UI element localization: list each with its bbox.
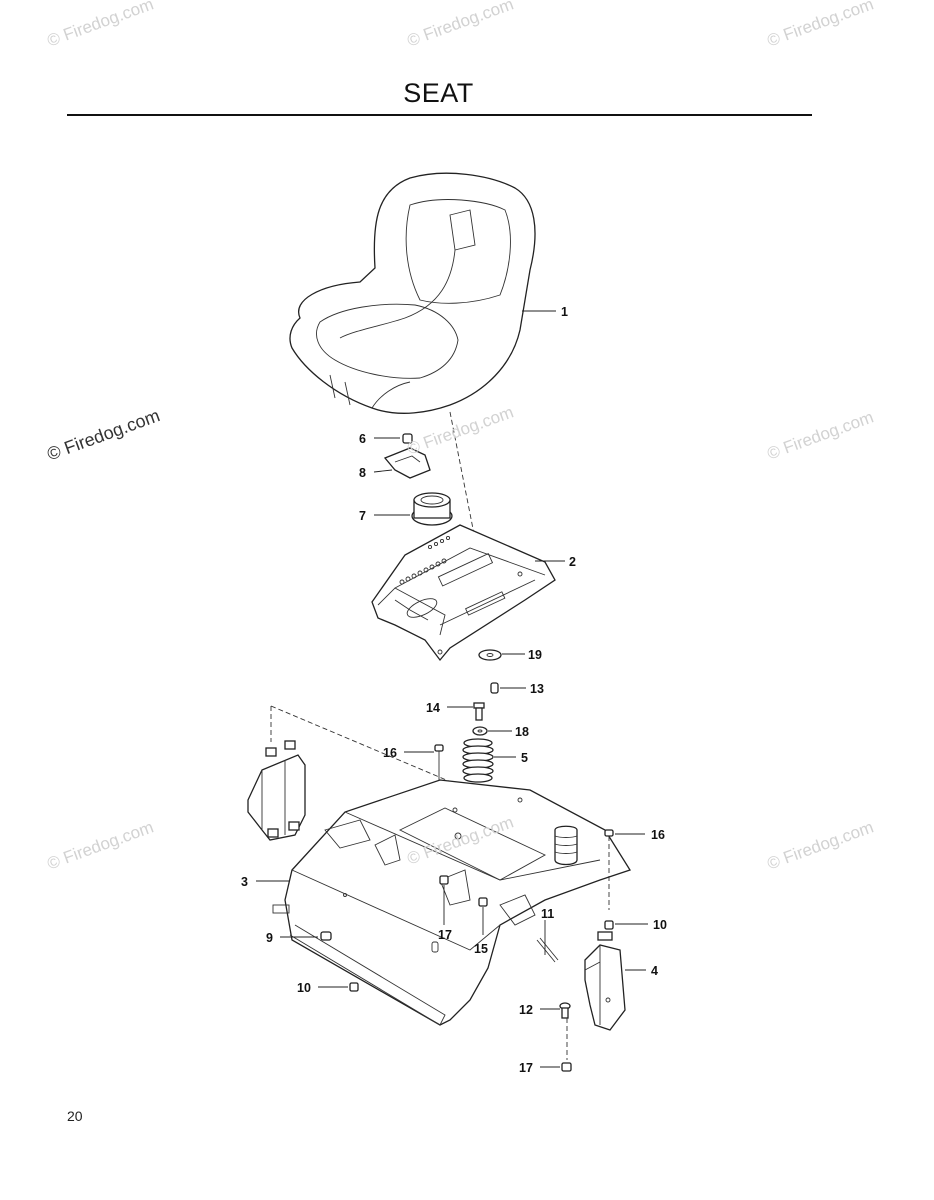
callout-18: 18 xyxy=(515,725,529,739)
callout-16a: 16 xyxy=(383,746,397,760)
callout-13: 13 xyxy=(530,682,544,696)
part-19-washer xyxy=(478,649,502,661)
part-15-nut xyxy=(478,897,488,907)
callout-2: 2 xyxy=(569,555,576,569)
callout-1: 1 xyxy=(561,305,568,319)
callout-12: 12 xyxy=(519,1003,533,1017)
centerline-left-bracket xyxy=(270,705,471,791)
callout-10a: 10 xyxy=(297,981,311,995)
part-14-bolt xyxy=(473,702,485,721)
part-11-pin xyxy=(536,937,559,963)
part-16-bolt-left xyxy=(434,744,444,785)
callout-15: 15 xyxy=(474,942,488,956)
title-rule xyxy=(67,114,812,116)
part-18-washer xyxy=(472,726,488,736)
callout-19: 19 xyxy=(528,648,542,662)
part-2-seat-pan xyxy=(371,524,556,662)
callout-7: 7 xyxy=(359,509,366,523)
part-17-nut-top xyxy=(439,875,449,885)
callout-5: 5 xyxy=(521,751,528,765)
part-7-switch xyxy=(411,492,453,526)
callout-17b: 17 xyxy=(519,1061,533,1075)
left-bracket xyxy=(247,740,306,841)
callout-6: 6 xyxy=(359,432,366,446)
part-10-nut-left xyxy=(349,982,359,992)
part-6-nut xyxy=(402,433,413,444)
callout-16b: 16 xyxy=(651,828,665,842)
part-16-bolt-right xyxy=(604,829,614,910)
callout-17a: 17 xyxy=(438,928,452,942)
callout-9: 9 xyxy=(266,931,273,945)
callout-14: 14 xyxy=(426,701,440,715)
part-12-pin xyxy=(559,1002,571,1060)
callout-8: 8 xyxy=(359,466,366,480)
part-13-bolt xyxy=(490,682,499,694)
part-5-spring xyxy=(462,738,494,783)
page-title: SEAT xyxy=(403,78,474,108)
part-9-bushing xyxy=(320,931,332,941)
part-1-seat xyxy=(289,172,536,414)
callout-11: 11 xyxy=(541,907,554,921)
callout-10b: 10 xyxy=(653,918,667,932)
callout-3: 3 xyxy=(241,875,248,889)
part-10-nut-right xyxy=(604,920,614,930)
part-17-nut-bottom xyxy=(561,1062,572,1072)
page-number: 20 xyxy=(67,1108,83,1124)
adjust-slot-row xyxy=(399,535,451,585)
callout-4: 4 xyxy=(651,964,658,978)
part-8-bracket xyxy=(383,447,431,479)
leader-8 xyxy=(373,469,393,473)
part-3-seat-frame xyxy=(272,779,631,1026)
part-4-bracket xyxy=(584,931,626,1031)
